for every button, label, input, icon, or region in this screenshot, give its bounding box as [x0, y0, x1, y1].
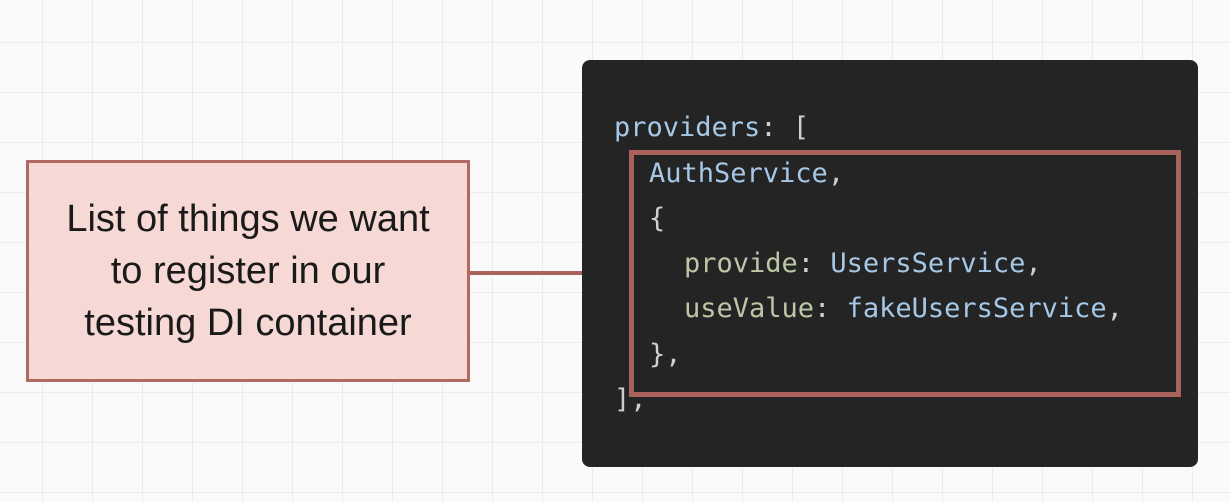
- provide-colon: :: [797, 248, 815, 279]
- highlight-box: [629, 150, 1181, 397]
- usevalue-key: useValue: [684, 293, 815, 324]
- provide-value: UsersService: [830, 248, 1026, 279]
- code-line-open-brace: {: [649, 201, 665, 237]
- code-line-providers: providers: [: [614, 110, 809, 146]
- code-line-close-brace: },: [649, 337, 682, 373]
- code-line-authservice: AuthService,: [649, 156, 844, 192]
- providers-open-bracket: [: [776, 112, 810, 143]
- close-brace: },: [649, 339, 682, 370]
- providers-colon: :: [760, 112, 777, 143]
- provide-comma: ,: [1025, 248, 1042, 279]
- authservice-ident: AuthService: [649, 158, 828, 189]
- providers-key: providers: [614, 112, 761, 143]
- callout-box: List of things we want to register in ou…: [26, 160, 470, 382]
- code-line-usevalue: useValue: fakeUsersService,: [684, 291, 1123, 327]
- open-brace: {: [649, 203, 666, 234]
- usevalue-comma: ,: [1106, 293, 1123, 324]
- provide-key: provide: [684, 248, 798, 279]
- authservice-comma: ,: [827, 158, 845, 189]
- callout-text: List of things we want to register in ou…: [66, 198, 430, 344]
- usevalue-value: fakeUsersService: [846, 293, 1107, 324]
- code-line-provide: provide: UsersService,: [684, 246, 1042, 282]
- usevalue-colon: :: [814, 293, 831, 324]
- code-panel: [582, 60, 1198, 467]
